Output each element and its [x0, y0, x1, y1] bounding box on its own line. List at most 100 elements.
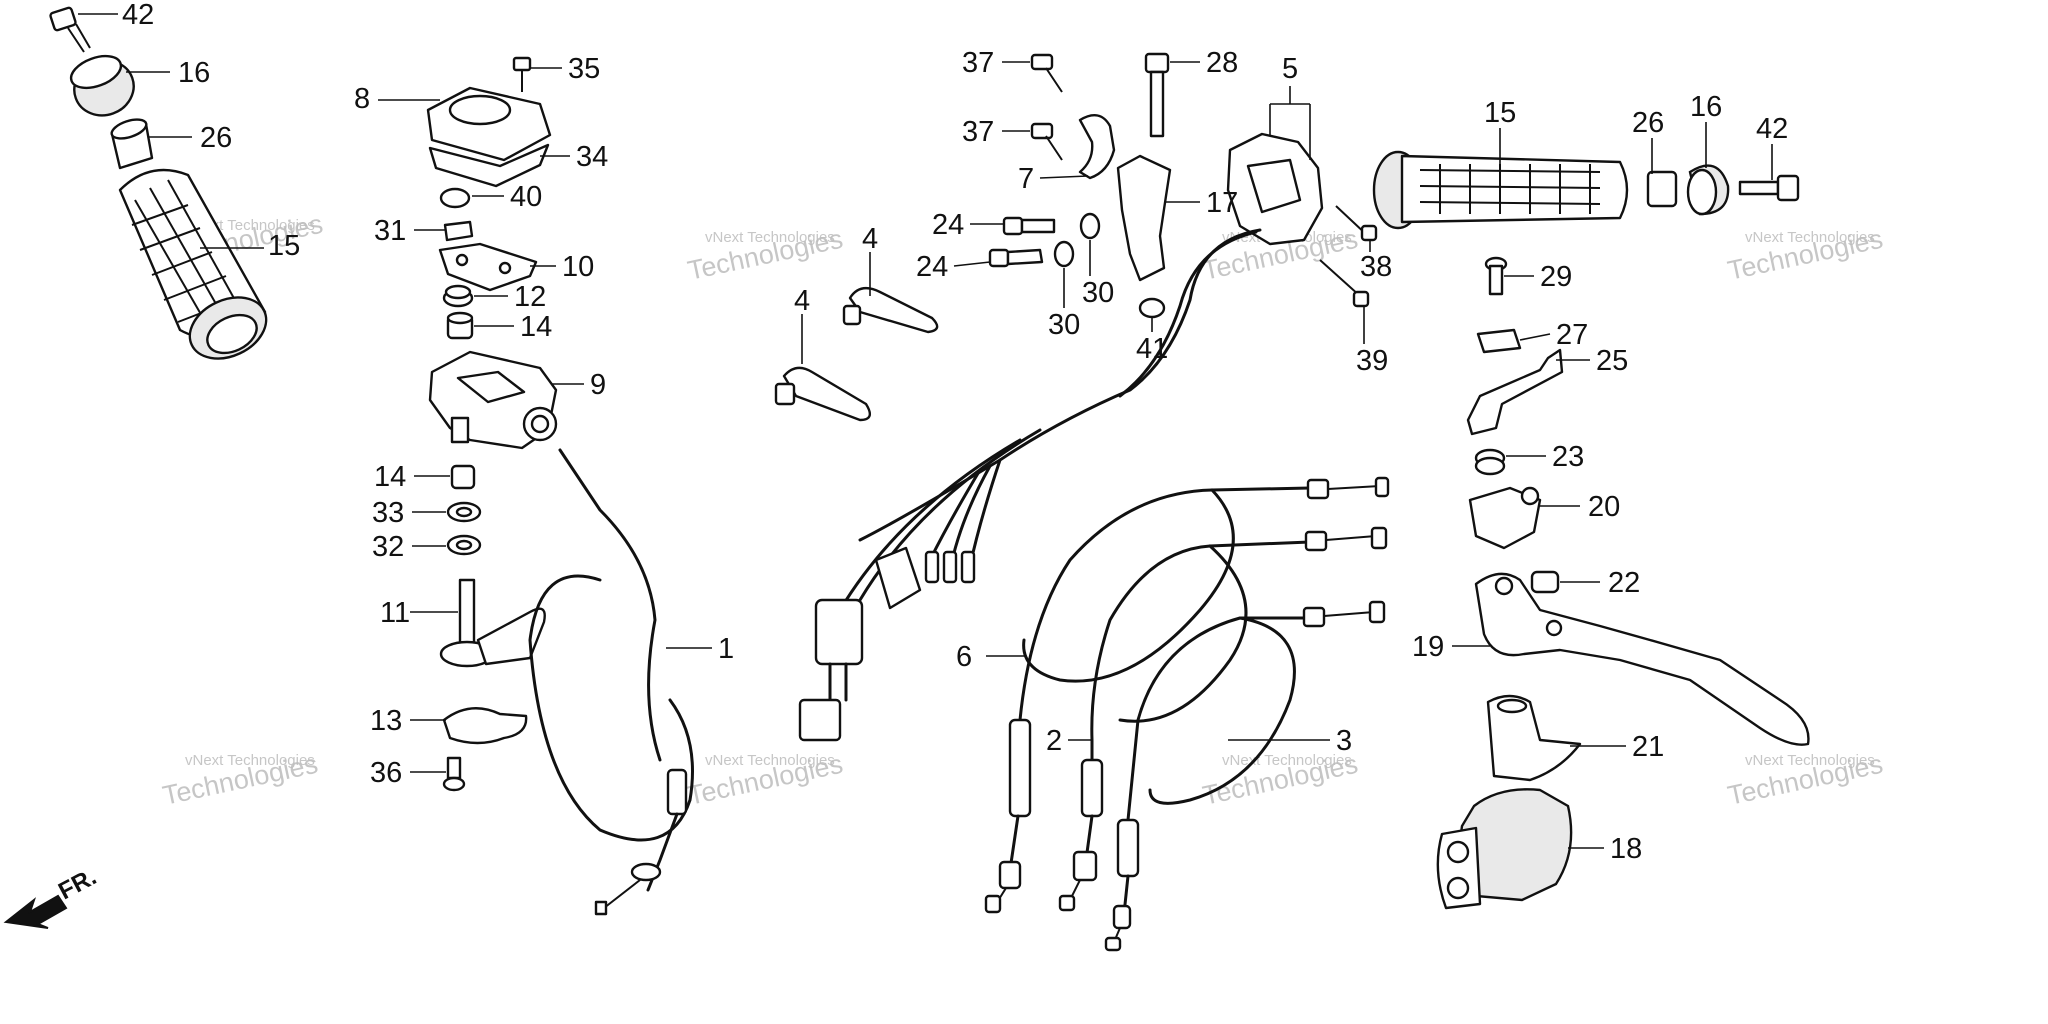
screw-35	[512, 56, 532, 92]
bracket-25	[1466, 348, 1564, 436]
watermark-small: vNext Technologies	[1745, 229, 1875, 246]
cover-21	[1486, 694, 1582, 782]
callout-label: 5	[1282, 53, 1298, 85]
brake-lever-19	[1474, 572, 1810, 746]
throttle-housing-assembly	[426, 56, 558, 792]
callout-label: 27	[1556, 319, 1588, 351]
callout-label: 29	[1540, 261, 1572, 293]
callout-label: 2	[1046, 725, 1062, 757]
label-27	[1476, 328, 1522, 354]
collar-26-right	[1646, 170, 1678, 208]
cover-8	[426, 86, 552, 162]
washer-30-lower	[1053, 240, 1075, 268]
screw-37-lower	[1030, 122, 1063, 161]
callout-label: 42	[1756, 113, 1788, 145]
watermark-small: vNext Technologies	[1745, 752, 1875, 769]
callout-label: 3	[1336, 725, 1352, 757]
callout-label: 38	[1360, 251, 1392, 283]
bolt-42-left	[49, 6, 91, 53]
spring-23	[1474, 448, 1506, 476]
callout-label: 4	[794, 285, 810, 317]
callout-label: 32	[372, 531, 404, 563]
screw-24-lower	[988, 248, 1044, 268]
switch-20	[1468, 486, 1542, 550]
grip-15-right	[1372, 150, 1629, 230]
screw-37-upper	[1030, 53, 1063, 93]
callout-label: 35	[568, 53, 600, 85]
callout-label: 26	[1632, 107, 1664, 139]
callout-label: 18	[1610, 833, 1642, 865]
screw-39	[1319, 259, 1370, 308]
callout-label: 13	[370, 705, 402, 737]
callout-label: 25	[1596, 345, 1628, 377]
callout-label: 42	[122, 0, 154, 31]
grip-end-16-left	[69, 54, 135, 117]
switch-bracket-17	[1116, 154, 1172, 282]
cable-3	[1104, 600, 1386, 952]
washer-32	[446, 534, 482, 556]
right-grip-assembly	[1372, 150, 1800, 230]
callout-label: 37	[962, 116, 994, 148]
callout-label: 14	[374, 461, 406, 493]
brake-lever-assembly	[1436, 256, 1810, 910]
grip-15-left	[118, 168, 268, 360]
callout-label: 12	[514, 281, 546, 313]
spring-12	[442, 284, 474, 308]
clamp-7	[1078, 114, 1116, 180]
nut-41	[1138, 297, 1166, 319]
callouts: 42 16 26 15 35 8 34 40 31 10 12 14 9 14 …	[78, 0, 1788, 865]
watermark-small: vNext Technologies	[705, 229, 835, 246]
callout-label: 15	[268, 230, 300, 262]
callout-label: 15	[1484, 97, 1516, 129]
callout-label: 4	[862, 223, 878, 255]
callout-label: 19	[1412, 631, 1444, 663]
collar-26-left	[110, 118, 154, 170]
plate-10	[438, 242, 538, 292]
bushing-14-top	[446, 311, 474, 340]
washer-33	[446, 501, 482, 523]
master-cylinder-18	[1436, 788, 1573, 910]
callout-label: 23	[1552, 441, 1584, 473]
switch-5	[1226, 132, 1324, 246]
callout-label: 41	[1136, 333, 1168, 365]
screw-24-upper	[1002, 216, 1056, 236]
callout-label: 20	[1588, 491, 1620, 523]
callout-label: 16	[178, 57, 210, 89]
callout-label: 10	[562, 251, 594, 283]
throttle-lever-11	[439, 578, 546, 668]
cable-6	[984, 476, 1390, 914]
callout-label: 21	[1632, 731, 1664, 763]
front-direction-arrow: FR.	[3, 863, 101, 929]
bolt-42-right	[1738, 174, 1800, 202]
throttle-cable-1	[528, 448, 694, 916]
callout-label: 9	[590, 369, 606, 401]
callout-label: 16	[1690, 91, 1722, 123]
callout-label: 31	[374, 215, 406, 247]
callout-label: 14	[520, 311, 552, 343]
callout-label: 7	[1018, 163, 1034, 195]
callout-label: 6	[956, 641, 972, 673]
nut-40	[439, 187, 471, 209]
clamp-13	[442, 707, 528, 745]
arrow-icon	[3, 894, 68, 929]
bolt-28	[1144, 52, 1170, 138]
grip-end-16-right	[1686, 164, 1730, 216]
callout-label: 24	[932, 209, 964, 241]
gasket-34	[428, 143, 550, 188]
callout-label: 30	[1082, 277, 1114, 309]
switch-wiring-harness	[798, 228, 1262, 742]
bushing-14-bottom	[450, 464, 476, 490]
clamp-4-lower	[774, 366, 872, 422]
callout-label: 22	[1608, 567, 1640, 599]
clamp-4-upper	[842, 286, 939, 334]
screw-38	[1335, 205, 1378, 242]
left-grip-assembly	[49, 6, 268, 360]
watermark-small: vNext Technologies	[185, 752, 315, 769]
screw-29	[1484, 256, 1508, 296]
cap-22	[1530, 570, 1560, 594]
callout-label: 36	[370, 757, 402, 789]
bolt-36	[442, 756, 466, 792]
washer-30-upper	[1079, 212, 1101, 240]
callout-label: 26	[200, 122, 232, 154]
callout-label: 30	[1048, 309, 1080, 341]
